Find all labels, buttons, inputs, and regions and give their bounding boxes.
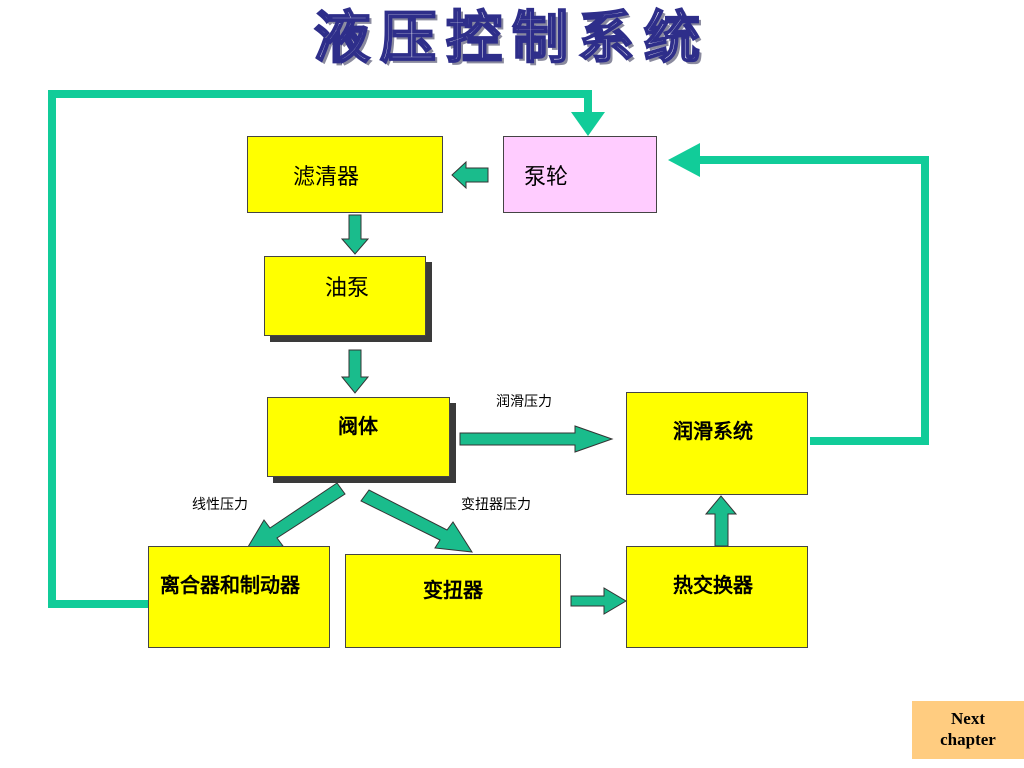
edge-label-lube-pressure: 润滑压力 — [496, 394, 552, 410]
node-oil-pump: 油泵 — [264, 256, 426, 336]
arrow-valvebody-to-clutch — [244, 482, 346, 553]
node-lubrication-system-label: 润滑系统 — [673, 419, 753, 443]
arrow-pumpwheel-to-filter — [451, 160, 489, 190]
node-oil-pump-label: 油泵 — [325, 276, 370, 301]
return-loop-right-arrowhead — [668, 143, 700, 177]
node-heat-exchanger: 热交换器 — [626, 546, 808, 648]
node-filter-label: 滤清器 — [293, 165, 360, 190]
arrow-filter-to-oilpump — [340, 214, 370, 255]
node-filter: 滤清器 — [247, 136, 443, 213]
arrow-converter-to-heatex — [570, 587, 627, 615]
node-clutch-brake-label: 离合器和制动器 — [160, 573, 300, 597]
node-pump-wheel-label: 泵轮 — [524, 165, 569, 190]
node-heat-exchanger-label: 热交换器 — [673, 573, 753, 597]
return-loop-left — [48, 90, 592, 608]
node-valve-body: 阀体 — [267, 397, 450, 477]
return-loop-left-arrowhead — [571, 112, 605, 136]
diagram-title: 液压控制系统 — [313, 5, 710, 72]
arrow-valvebody-to-converter — [360, 489, 473, 553]
arrow-heatex-to-lube — [704, 495, 738, 547]
edge-label-converter-pressure: 变扭器压力 — [461, 497, 531, 513]
node-torque-converter-label: 变扭器 — [423, 578, 483, 602]
node-clutch-brake: 离合器和制动器 — [148, 546, 330, 648]
node-lubrication-system: 润滑系统 — [626, 392, 808, 495]
node-valve-body-label: 阀体 — [338, 414, 378, 438]
next-chapter-button[interactable]: Next chapter — [912, 701, 1024, 759]
arrow-oilpump-to-valvebody — [340, 349, 370, 394]
arrow-valvebody-to-lube — [459, 425, 614, 453]
next-chapter-line2: chapter — [940, 730, 996, 749]
edge-label-line-pressure: 线性压力 — [192, 497, 248, 513]
next-chapter-line1: Next — [951, 709, 985, 728]
node-pump-wheel: 泵轮 — [503, 136, 657, 213]
return-loop-right — [690, 156, 929, 445]
node-torque-converter: 变扭器 — [345, 554, 561, 648]
